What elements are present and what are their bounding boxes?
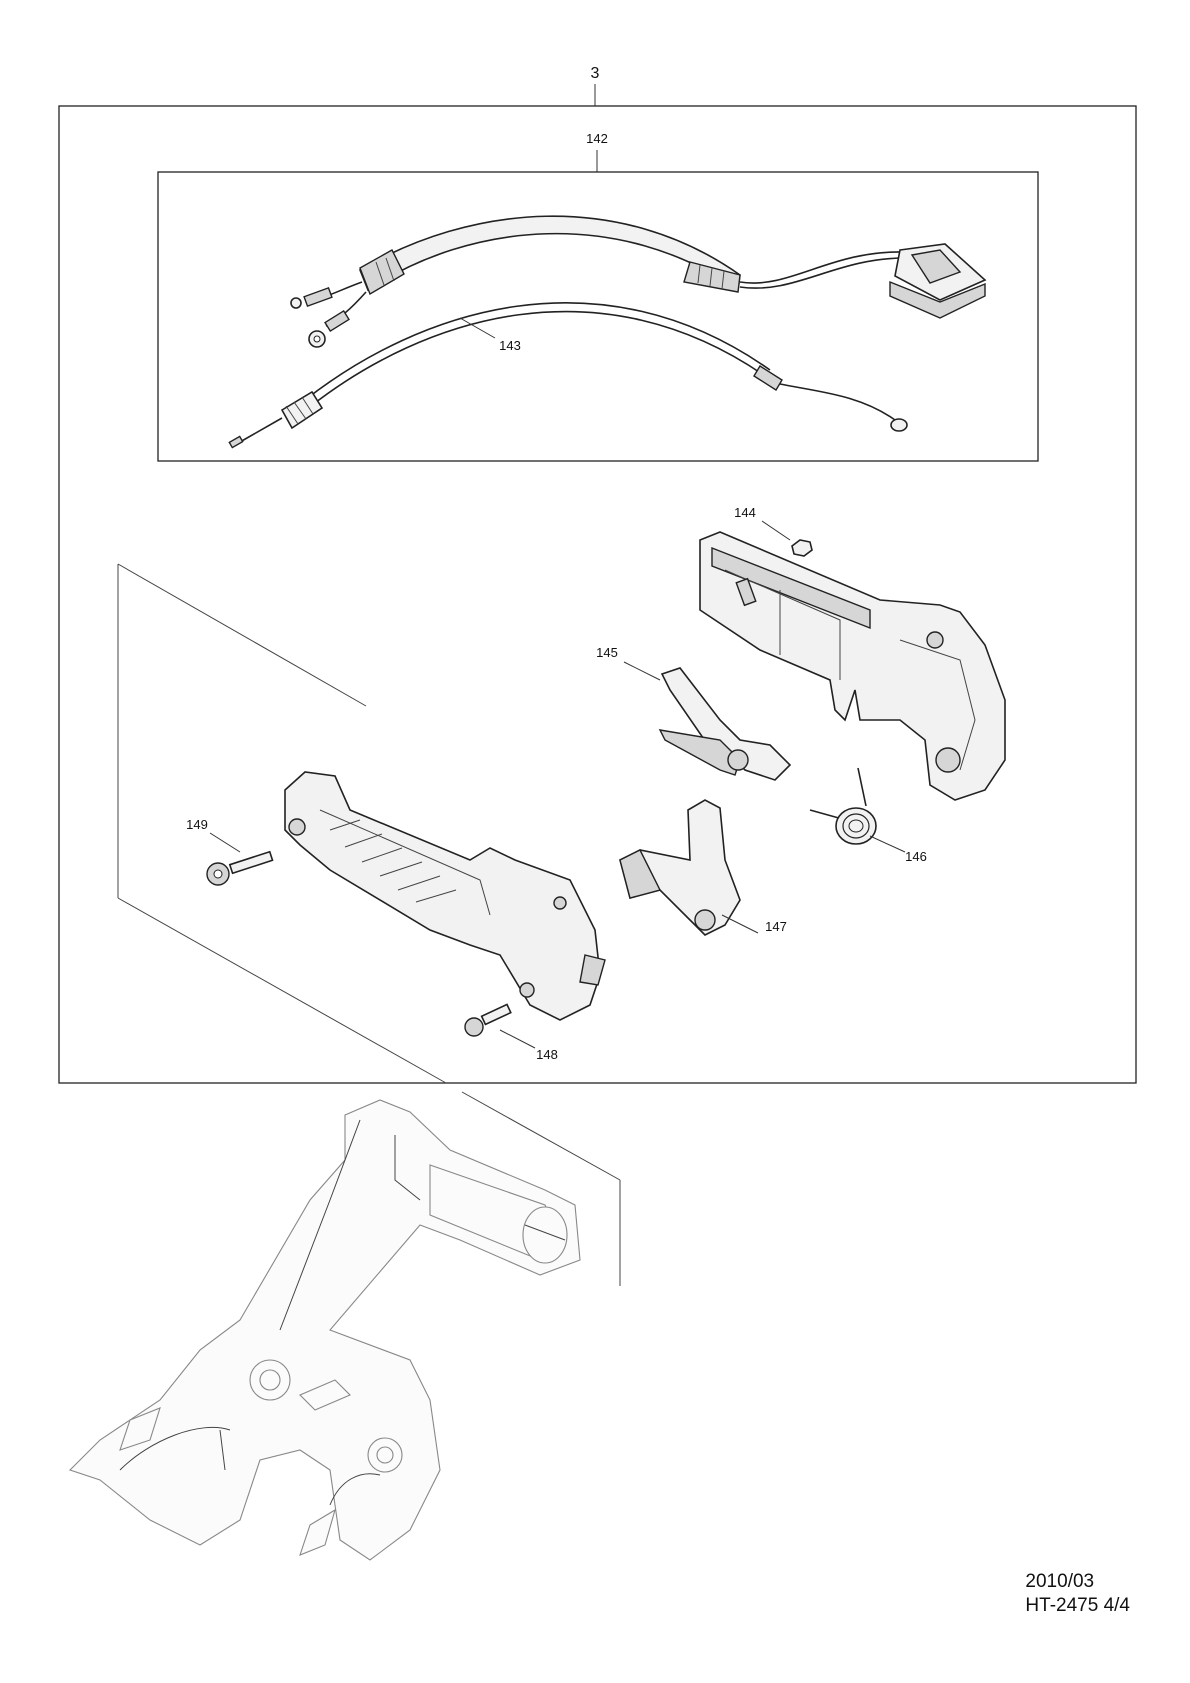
throttle-cable: [228, 302, 908, 449]
callout-143: 143: [499, 338, 521, 353]
assembly-frame: [58, 105, 1137, 1084]
callout-142: 142: [586, 131, 608, 146]
leader-147: [721, 914, 759, 934]
torsion-spring: [809, 767, 877, 845]
mounting-bracket-reference: [68, 1099, 581, 1561]
leader-144: [761, 520, 791, 541]
callout-148: 148: [536, 1047, 558, 1062]
nut: [791, 539, 813, 557]
screw-long: [206, 850, 274, 886]
leader-149: [209, 832, 241, 853]
rear-grip: [284, 771, 606, 1021]
harness-frame: [157, 171, 1039, 462]
wiring-harness: [290, 215, 987, 348]
callout-144: 144: [734, 505, 756, 520]
callout-147: 147: [765, 919, 787, 934]
model-page-number: HT-2475 4/4: [1025, 1595, 1130, 1616]
leader-143: [459, 317, 496, 339]
callout-149: 149: [186, 817, 208, 832]
callout-3: 3: [591, 65, 600, 82]
leader-145: [623, 661, 661, 681]
screw-short: [464, 1003, 512, 1037]
throttle-lock-lever: [658, 667, 792, 781]
callout-146: 146: [905, 849, 927, 864]
leader-146: [869, 835, 906, 853]
alignment-lines: [117, 563, 621, 1286]
revision-date: 2010/03: [1025, 1571, 1095, 1592]
page-footer: 2010/03 HT-2475 4/4: [1025, 1570, 1130, 1618]
callout-145: 145: [596, 645, 618, 660]
handle-housing: [699, 531, 1006, 801]
throttle-trigger: [619, 799, 741, 936]
leader-148: [499, 1029, 536, 1049]
